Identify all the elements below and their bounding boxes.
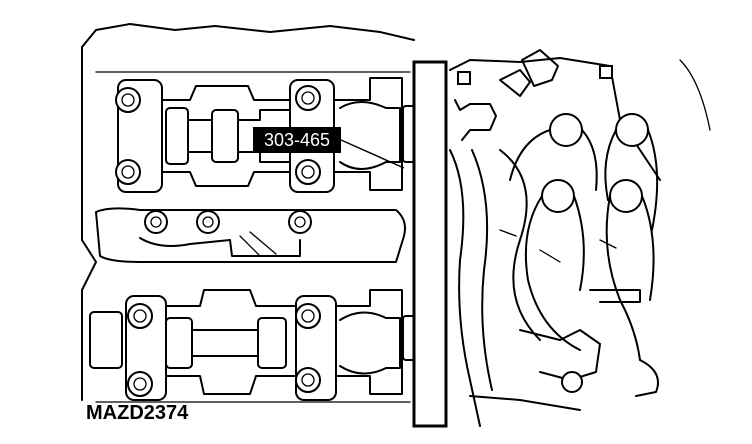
right-edge-detail xyxy=(679,59,711,131)
ignition-coil-area xyxy=(449,49,661,427)
special-tool-plate xyxy=(412,60,448,428)
callout-leader-line xyxy=(340,139,405,169)
figure-code: MAZD2374 xyxy=(86,402,189,424)
upper-bolts xyxy=(115,85,321,185)
spark-plug-area xyxy=(95,207,406,263)
tool-callout-label: 303-465 xyxy=(253,127,341,153)
lower-bolts xyxy=(127,303,321,397)
cylinder-head-outline xyxy=(81,23,415,403)
